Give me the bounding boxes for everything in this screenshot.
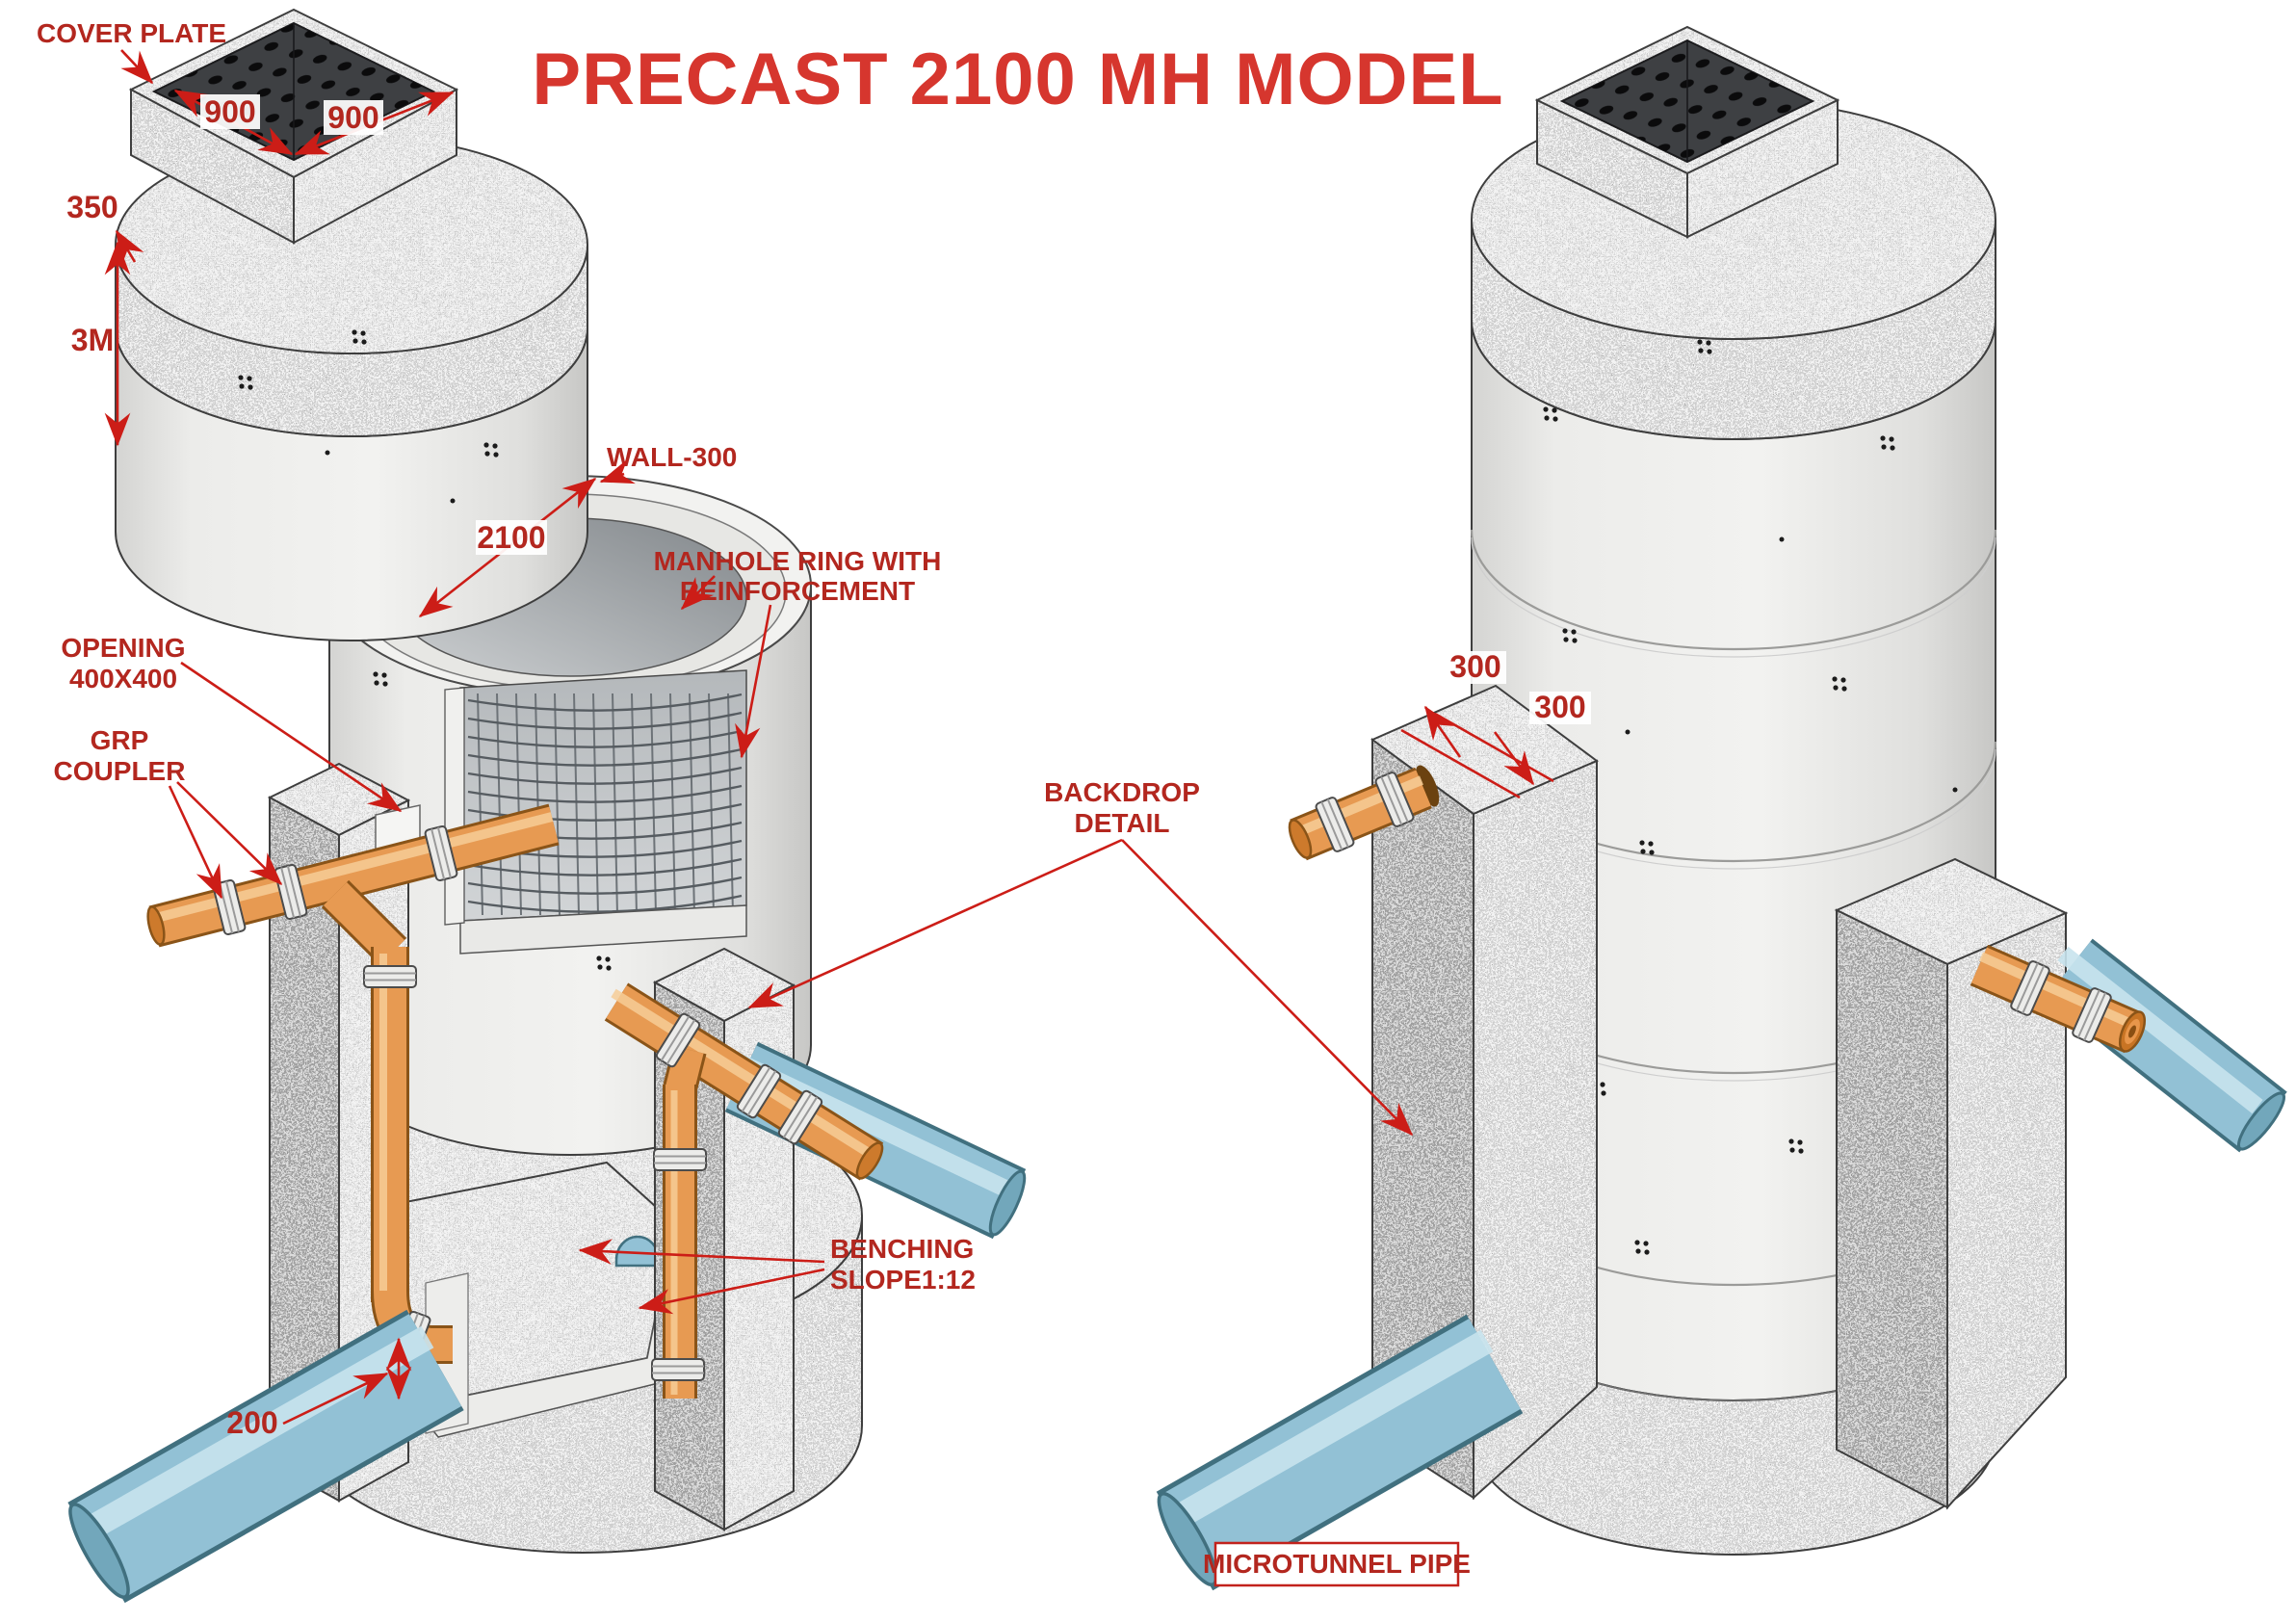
opening-label-2: 400X400 xyxy=(69,664,177,693)
backdrop-leader-right xyxy=(1121,839,1414,1137)
rebar-mesh xyxy=(467,693,743,916)
cover-plate-leader xyxy=(120,49,154,85)
column-face-light xyxy=(1474,761,1597,1498)
dim-300-line-1 xyxy=(1400,728,1521,799)
column-face-dark xyxy=(1837,910,1947,1507)
wall-300-leader xyxy=(599,458,636,484)
column-face-dark xyxy=(270,798,339,1501)
manhole-ring-label-2: REINFORCEMENT xyxy=(680,576,915,606)
dim-200-leader xyxy=(282,1372,389,1426)
cover-plate-side-left xyxy=(1537,100,1687,237)
pipe-open-end xyxy=(2118,1010,2147,1053)
dim-2100: 2100 xyxy=(477,520,545,555)
pipe-end-cap xyxy=(855,1141,884,1180)
dim-300-arrow-2 xyxy=(1493,731,1535,786)
cover-slab-side xyxy=(116,245,587,436)
grp-coupler-label-1: GRP xyxy=(91,725,149,755)
pipe-end-cap xyxy=(1288,819,1313,859)
backdrop-label-1: BACKDROP xyxy=(1044,777,1200,807)
window-sill xyxy=(459,904,747,955)
opening-label-1: OPENING xyxy=(61,633,185,663)
dim-350: 350 xyxy=(66,190,117,224)
pipe-end-cap xyxy=(988,1169,1027,1237)
cover-plate-side-right xyxy=(1687,100,1838,237)
grp-leader-1 xyxy=(168,785,223,900)
manhole-ring-leader-1 xyxy=(680,575,716,611)
column-face-light xyxy=(1947,913,2066,1507)
backdrop-leader-left xyxy=(747,838,1123,1009)
pipe-end-cap xyxy=(1157,1491,1218,1587)
dim-300-a: 300 xyxy=(1449,649,1500,684)
dim-3m: 3M xyxy=(71,323,114,357)
cover-slab-side xyxy=(1472,220,1996,439)
opening-leader xyxy=(180,661,403,813)
manhole-ring-label-1: MANHOLE RING WITH xyxy=(654,546,942,576)
grp-coupler-label-2: COUPLER xyxy=(54,756,186,786)
cover-plate-label: COVER PLATE xyxy=(37,18,226,48)
benching-leader-2 xyxy=(638,1268,825,1315)
pipe-end-cap xyxy=(146,905,166,946)
pipe-hole xyxy=(1415,765,1440,807)
backdrop-label-2: DETAIL xyxy=(1074,808,1169,838)
right-figure xyxy=(1156,25,2287,1591)
left-figure xyxy=(67,8,1027,1604)
manhole-ring-leader-2 xyxy=(735,604,772,759)
annotations: PRECAST 2100 MH MODEL COVER PLATE 900 90… xyxy=(37,18,1591,1587)
wall-300-label: WALL-300 xyxy=(607,442,737,472)
cover-plate-side-left xyxy=(131,90,294,243)
dim-300-arrow-1 xyxy=(1423,705,1462,758)
microtunnel-box xyxy=(1213,1541,1460,1587)
dim-200: 200 xyxy=(226,1405,277,1440)
microtunnel-pipe-right xyxy=(1156,1314,1524,1591)
benching-leader-1 xyxy=(578,1239,825,1265)
benching-label-1: BENCHING xyxy=(830,1234,974,1264)
page-title: PRECAST 2100 MH MODEL xyxy=(532,39,1503,120)
grp-leader-2 xyxy=(176,781,283,886)
pipe-end-cap xyxy=(2236,1091,2286,1151)
base-drum xyxy=(1472,1281,1996,1555)
benching-label-2: SLOPE1:12 xyxy=(830,1265,976,1295)
backdrop-column-left xyxy=(146,762,560,1503)
column-face-dark xyxy=(1372,740,1474,1498)
dim-300-b: 300 xyxy=(1534,690,1585,724)
dim-900-right: 900 xyxy=(327,100,378,135)
pipe-end-cap xyxy=(68,1503,130,1599)
microtunnel-label: MICROTUNNEL PIPE xyxy=(1203,1549,1471,1579)
window-cut-edge xyxy=(444,687,465,926)
dim-900-left: 900 xyxy=(204,94,255,129)
backdrop-column-right xyxy=(1834,857,2287,1510)
